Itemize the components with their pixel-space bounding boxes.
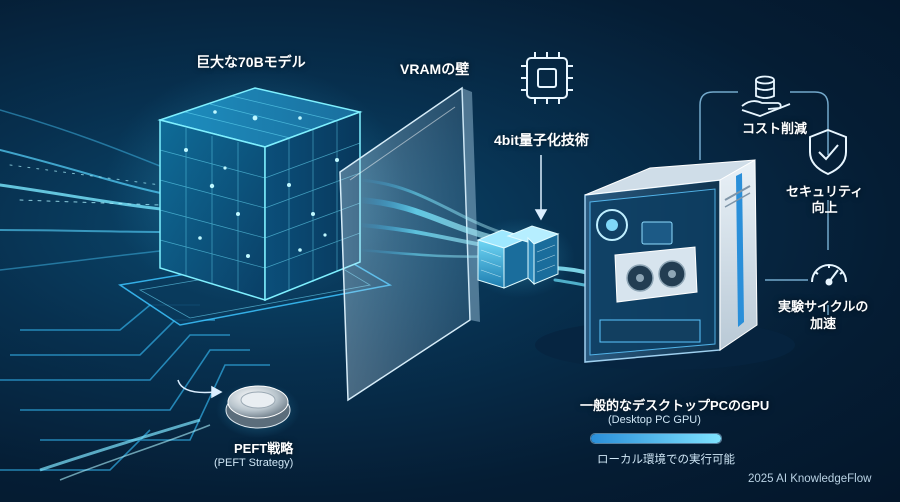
gpu-label: 一般的なデスクトップPCのGPU	[580, 398, 770, 413]
speedometer-icon	[811, 264, 847, 286]
local-run-progress-bar	[590, 433, 722, 444]
progress-fill	[591, 434, 721, 443]
peft-label-en: (PEFT Strategy)	[214, 457, 294, 469]
dial-knob-icon	[39, 382, 300, 481]
gpu-label-en: (Desktop PC GPU)	[608, 414, 701, 426]
quantization-arrow	[534, 155, 548, 221]
coins-hand-icon	[741, 75, 791, 117]
chip-icon	[521, 52, 573, 104]
cost-label: コスト削減	[742, 121, 808, 136]
peft-arrow	[177, 379, 223, 399]
cycle-label: 実験サイクルの 加速	[778, 298, 868, 332]
model-cube	[105, 65, 405, 305]
local-run-label: ローカル環境での実行可能	[597, 454, 735, 466]
benefit-connectors	[699, 91, 829, 315]
quantization-label: 4bit量子化技術	[494, 132, 589, 148]
desktop-pc	[535, 159, 795, 370]
security-label: セキュリティ 向上	[786, 184, 863, 216]
model-label: 巨大な70Bモデル	[196, 54, 306, 70]
quantized-blocks	[465, 218, 575, 298]
shield-check-icon	[809, 128, 847, 176]
security-label-line2: 向上	[811, 200, 838, 215]
credit-label: 2025 AI KnowledgeFlow	[748, 473, 872, 485]
vram-wall-label: VRAMの壁	[400, 61, 470, 77]
cycle-label-line1: 実験サイクルの	[778, 299, 869, 314]
circuit-traces	[0, 304, 270, 471]
peft-label: PEFT戦略	[234, 441, 294, 456]
cycle-label-line2: 加速	[810, 316, 837, 331]
vram-wall	[339, 86, 480, 402]
security-label-line1: セキュリティ	[786, 184, 864, 199]
